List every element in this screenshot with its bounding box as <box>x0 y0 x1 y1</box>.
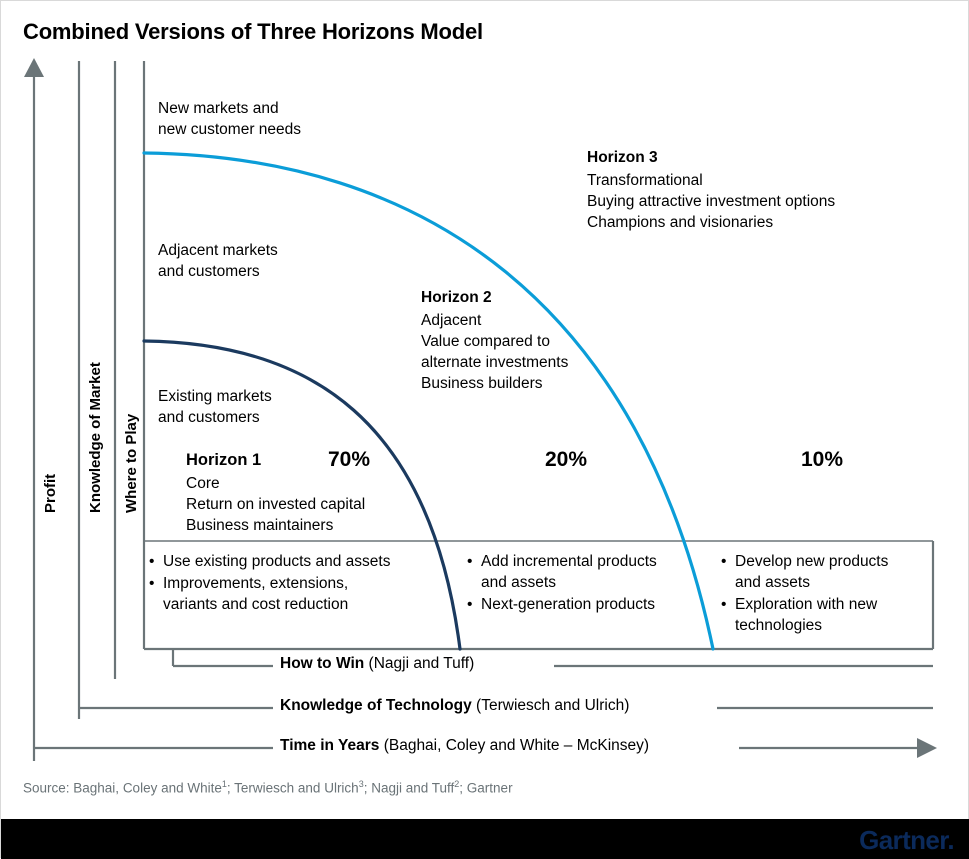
axis-caption-time-in-years: Time in Years (Baghai, Coley and White –… <box>273 737 657 755</box>
gartner-logo: Gartner. <box>859 825 955 855</box>
axis-caption-knowledge-of-technology-rest: (Terwiesch and Ulrich) <box>471 697 630 714</box>
list-item: • Add incremental products and assets <box>467 553 657 591</box>
horizon-3-lines: Transformational Buying attractive inves… <box>587 172 836 231</box>
percent-horizon-3: 10% <box>801 448 844 471</box>
bullet-dot-icon: • <box>149 575 155 592</box>
bullets-horizon-2: • Add incremental products and assets • … <box>467 551 707 616</box>
source-suffix: ; Gartner <box>459 780 513 796</box>
source-mid-2: ; Nagji and Tuff <box>363 780 455 796</box>
axis-caption-knowledge-of-technology: Knowledge of Technology (Terwiesch and U… <box>273 697 637 715</box>
bullet-dot-icon: • <box>467 553 473 570</box>
percent-horizon-2: 20% <box>545 448 588 471</box>
bullet-dot-icon: • <box>149 553 155 570</box>
source-sup-1: 1 <box>221 779 227 789</box>
source-sup-2: 3 <box>358 779 364 789</box>
list-item: • Develop new products and assets <box>721 553 889 591</box>
axis-caption-time-in-years-rest: (Baghai, Coley and White – McKinsey) <box>379 737 650 754</box>
percent-horizon-1: 70% <box>328 448 371 471</box>
bullet-dot-icon: • <box>721 553 727 570</box>
axis-label-knowledge-of-market: Knowledge of Market <box>87 362 104 513</box>
axis-caption-how-to-win-rest: (Nagji and Tuff) <box>364 655 475 672</box>
label-adjacent-markets: Adjacent markets and customers <box>158 242 278 280</box>
list-item: • Improvements, extensions, variants and… <box>149 575 349 613</box>
horizon-1-lines: Core Return on invested capital Business… <box>186 475 366 534</box>
source-prefix: Source: Baghai, Coley and White <box>23 780 222 796</box>
page-title: Combined Versions of Three Horizons Mode… <box>23 19 483 44</box>
horizon-2-heading: Horizon 2 <box>421 289 492 306</box>
axis-caption-time-in-years-bold: Time in Years <box>280 737 380 754</box>
axis-caption-how-to-win-bold: How to Win <box>280 655 365 672</box>
bullet-dot-icon: • <box>467 596 473 613</box>
axis-label-where-to-play: Where to Play <box>123 413 140 513</box>
list-item: • Use existing products and assets <box>149 553 391 570</box>
bullet-dot-icon: • <box>721 596 727 613</box>
horizon-3-heading: Horizon 3 <box>587 149 658 166</box>
source-note: Source: Baghai, Coley and White1; Terwie… <box>23 779 513 796</box>
axis-caption-knowledge-of-technology-bold: Knowledge of Technology <box>280 697 472 714</box>
source-sup-3: 2 <box>454 779 460 789</box>
axis-caption-how-to-win: How to Win (Nagji and Tuff) <box>273 655 482 673</box>
horizon-2-lines: Adjacent Value compared to alternate inv… <box>421 312 569 392</box>
label-new-markets: New markets and new customer needs <box>158 100 302 138</box>
list-item: • Exploration with new technologies <box>721 596 878 634</box>
bullets-horizon-3: • Develop new products and assets • Expl… <box>721 551 933 637</box>
label-existing-markets: Existing markets and customers <box>158 388 272 426</box>
source-mid-1: ; Terwiesch and Ulrich <box>226 780 359 796</box>
horizon-1-heading: Horizon 1 <box>186 451 262 469</box>
list-item: • Next-generation products <box>467 596 656 613</box>
bullets-horizon-1: • Use existing products and assets • Imp… <box>149 551 451 616</box>
axis-label-profit: Profit <box>42 473 59 513</box>
footer-bar <box>1 819 969 859</box>
